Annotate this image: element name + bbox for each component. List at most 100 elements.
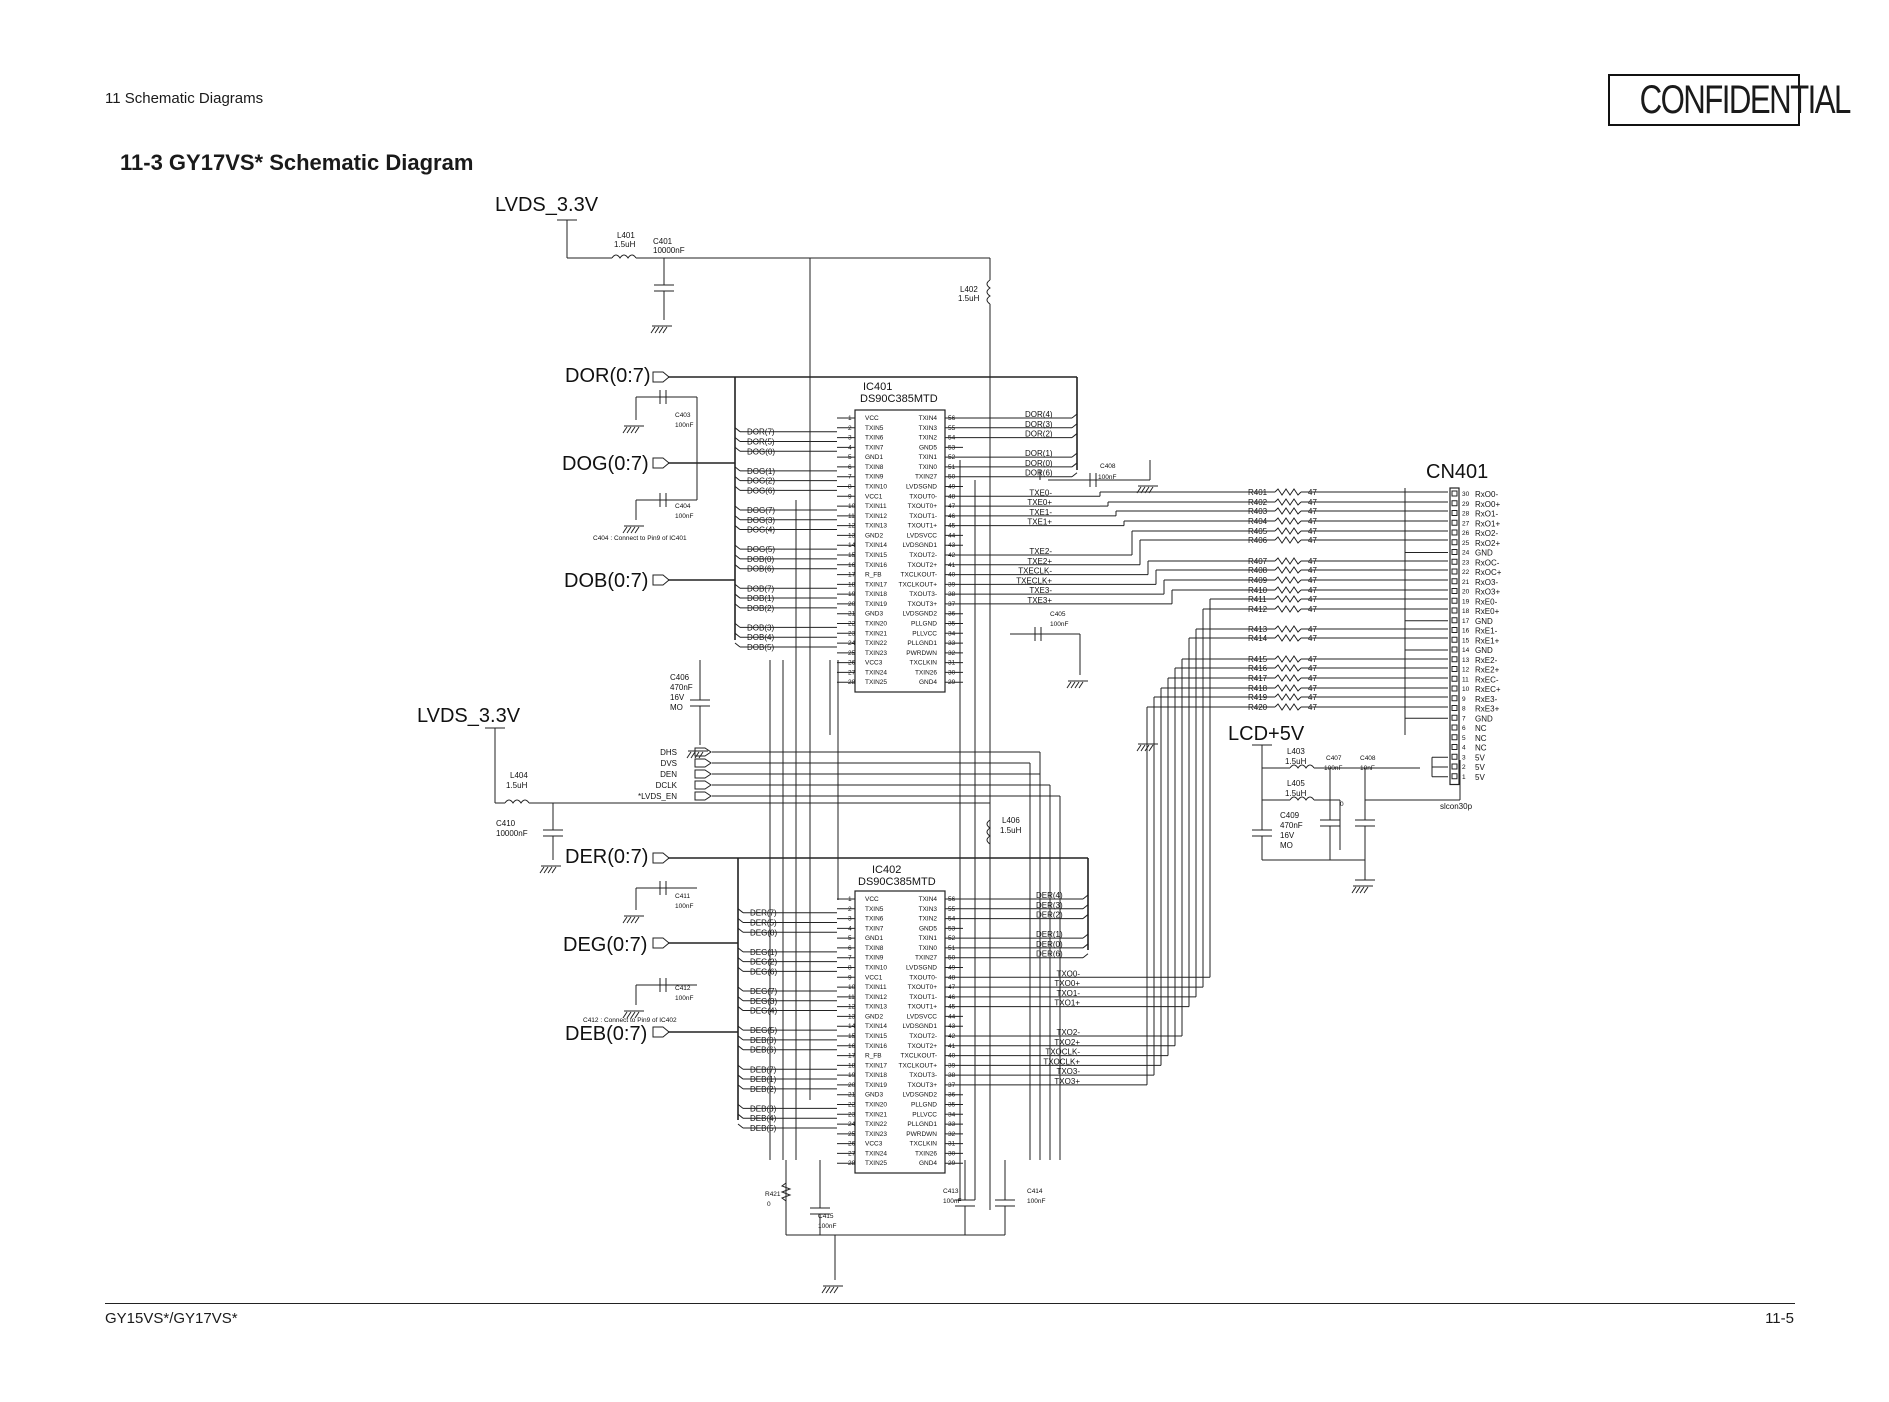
sync-port bbox=[694, 769, 712, 779]
ic401-left-pin: TXIN24 bbox=[865, 669, 887, 676]
ic401-right-pin: LVDSVCC bbox=[907, 532, 938, 539]
cn401-pin-number: 21 bbox=[1462, 579, 1470, 586]
cn401-pin-number: 19 bbox=[1462, 598, 1470, 605]
cn401-pin-label: RxE2- bbox=[1475, 656, 1498, 665]
bus-label-dob: DOB(0:7) bbox=[564, 570, 648, 592]
ic402-net-label: DER(6) bbox=[1036, 950, 1063, 959]
ground-symbol bbox=[543, 866, 549, 874]
ic402-lvds-label: TXO2- bbox=[1056, 1028, 1080, 1037]
cn401-pin-pad bbox=[1451, 627, 1458, 633]
ic401-left-pin: TXIN10 bbox=[865, 484, 887, 491]
ground-symbol bbox=[654, 326, 660, 334]
cn401-pin-pad bbox=[1451, 529, 1458, 536]
c405-label: C405 bbox=[1050, 611, 1066, 618]
cn401-pin-pad bbox=[1451, 578, 1458, 585]
ground-symbol bbox=[634, 526, 640, 534]
ic402-bus-entry bbox=[1082, 943, 1089, 949]
ic401-left-pin: TXIN5 bbox=[865, 425, 884, 432]
ic402-right-pin: TXCLKIN bbox=[910, 1141, 938, 1148]
cn401-pin-number: 16 bbox=[1462, 628, 1470, 635]
cn401-pin-pad bbox=[1451, 490, 1458, 497]
ic401-right-pin: TXOUT1+ bbox=[908, 523, 938, 530]
ic402-right-pin: PLLGND bbox=[911, 1102, 937, 1109]
c407-label: C407 bbox=[1326, 755, 1342, 762]
resistor-symbol bbox=[1274, 498, 1302, 506]
ground-symbol bbox=[1066, 681, 1072, 689]
ic402-left-pin: TXIN22 bbox=[865, 1121, 887, 1128]
ic402-right-pin: TXOUT2- bbox=[909, 1033, 937, 1040]
ic402-left-pin: TXIN20 bbox=[865, 1102, 887, 1109]
cn401-ref: CN401 bbox=[1426, 461, 1488, 483]
ic402-net-label: DER(3) bbox=[1036, 901, 1063, 910]
ic402-bus-entry bbox=[737, 1074, 744, 1080]
ic402-left-pin: TXIN12 bbox=[865, 994, 887, 1001]
ic401-lvds-label: TXE0- bbox=[1029, 488, 1052, 497]
ic401-lvds-label: TXE0+ bbox=[1027, 498, 1052, 507]
bus-port bbox=[652, 371, 670, 383]
cn401-pin-label: RxO3- bbox=[1475, 578, 1498, 587]
c409-value1: 470nF bbox=[1280, 821, 1303, 830]
ic402-bus-entry bbox=[1082, 894, 1089, 900]
l404-value: 1.5uH bbox=[506, 781, 528, 790]
ic401-right-pin: TXIN3 bbox=[919, 425, 938, 432]
ic401-bus-entry bbox=[734, 446, 741, 452]
resistor-symbol bbox=[1274, 586, 1302, 594]
cn401-pin-pad bbox=[1451, 744, 1458, 750]
resistor-symbol bbox=[1274, 655, 1302, 663]
bus-port bbox=[652, 457, 670, 469]
ic401-right-pin: TXOUT1- bbox=[909, 513, 937, 520]
c406-label: C406 bbox=[670, 673, 690, 682]
ic402-bus-entry bbox=[1082, 914, 1089, 919]
resistor-symbol bbox=[1274, 664, 1302, 672]
ground-symbol bbox=[662, 326, 668, 334]
ic401-left-pin: TXIN6 bbox=[865, 435, 884, 442]
cn401-pin-label: RxO1- bbox=[1475, 510, 1498, 519]
c404-note: C404 : Connect to Pin9 of IC401 bbox=[593, 535, 687, 542]
c406-value1: 470nF bbox=[670, 683, 693, 692]
ic401-bus-entry bbox=[734, 486, 741, 491]
resistor-symbol bbox=[1274, 595, 1302, 603]
ic401-left-pin: TXIN17 bbox=[865, 581, 887, 588]
ic402-left-pin: TXIN13 bbox=[865, 1004, 887, 1011]
cn401-pin-pad bbox=[1451, 685, 1458, 692]
c408-value: 100nF bbox=[1098, 474, 1116, 481]
ic401-bus-entry bbox=[734, 544, 741, 550]
resistor-symbol bbox=[1274, 674, 1302, 682]
ic402-right-pin: TXOUT1+ bbox=[908, 1004, 938, 1011]
ic401-right-pin: TXIN27 bbox=[915, 474, 937, 481]
c403-value: 100nF bbox=[675, 422, 693, 429]
cn401-pin-number: 12 bbox=[1462, 667, 1470, 674]
ic401-bus-entry bbox=[734, 642, 741, 648]
c408b-label: C408 bbox=[1360, 755, 1376, 762]
ic401-bus-entry bbox=[1071, 413, 1078, 419]
confidential-stamp: CONFIDENTIAL bbox=[1608, 74, 1851, 126]
cn401-pin-label: RxEC- bbox=[1475, 675, 1499, 684]
ic402-lvds-label: TXO1+ bbox=[1054, 999, 1080, 1008]
cn401-pin-number: 17 bbox=[1462, 618, 1470, 625]
cn401-pin-number: 2 bbox=[1462, 764, 1466, 771]
cn401-pin-number: 13 bbox=[1462, 657, 1470, 664]
ic402-bus-entry bbox=[737, 1035, 744, 1041]
ic402-right-pin: LVDSGND bbox=[906, 965, 937, 972]
ic402-lvds-label: TXO3- bbox=[1056, 1067, 1080, 1076]
cn401-pin-number: 1 bbox=[1462, 774, 1466, 781]
cn401-pin-number: 14 bbox=[1462, 647, 1470, 654]
cn401-pin-pad bbox=[1451, 753, 1458, 760]
cn401-pin-label: RxE0- bbox=[1475, 597, 1498, 606]
ground-symbol bbox=[698, 751, 704, 759]
ic402-left-pin: TXIN15 bbox=[865, 1033, 887, 1040]
ic402-bus-entry bbox=[737, 927, 744, 933]
cn401-pin-pad bbox=[1451, 588, 1458, 594]
sync-signal-label: DCLK bbox=[656, 781, 678, 790]
ground-symbol bbox=[551, 866, 557, 874]
ic401-lvds-label: TXE2+ bbox=[1027, 557, 1052, 566]
bus-label-dog: DOG(0:7) bbox=[562, 453, 649, 475]
bus-port bbox=[652, 1026, 670, 1038]
ic402-right-pin: TXOUT1- bbox=[909, 994, 937, 1001]
ic402-lvds-label: TXO1- bbox=[1056, 989, 1080, 998]
ground-symbol bbox=[658, 326, 664, 334]
ic401-left-pin: GND1 bbox=[865, 454, 883, 461]
ic402-net-label: DER(2) bbox=[1036, 911, 1063, 920]
ic402-bus-entry bbox=[737, 918, 744, 923]
ic402-right-pin: TXIN4 bbox=[919, 896, 938, 903]
